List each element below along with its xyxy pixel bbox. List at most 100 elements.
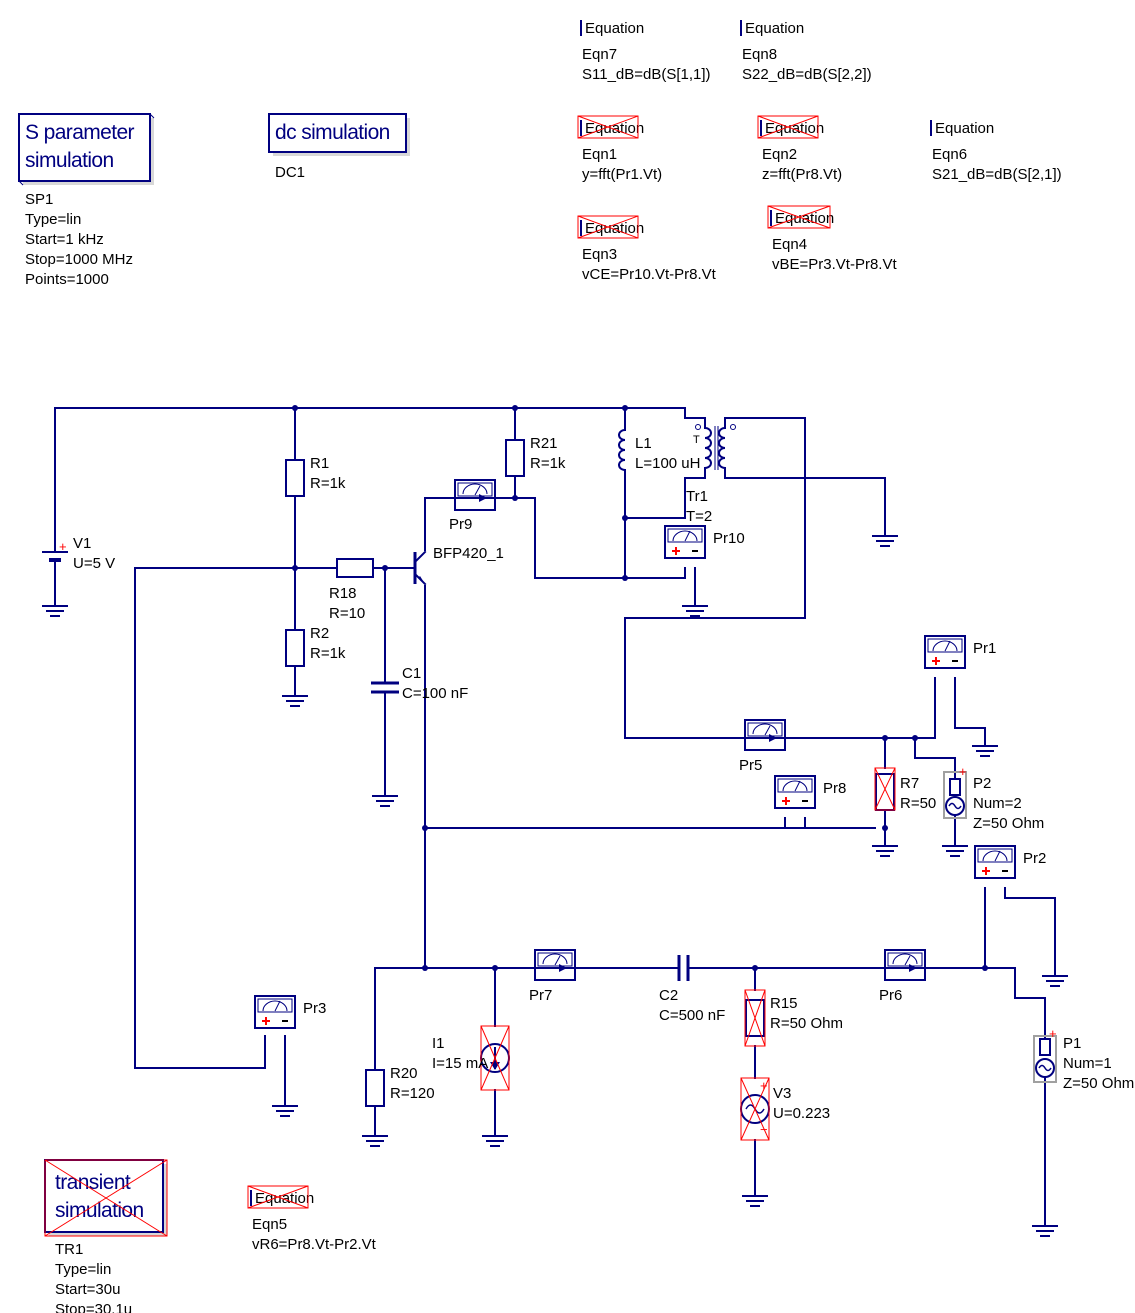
- ground-symbol: [372, 785, 398, 807]
- equation-eqn4[interactable]: Equation Eqn4 vBE=Pr3.Vt-Pr8.Vt: [767, 205, 897, 273]
- resistor-r2[interactable]: R2 R=1k: [285, 625, 346, 667]
- sim-name: DC1: [275, 164, 305, 181]
- capacitor-c2[interactable]: C2 C=500 nF: [659, 955, 725, 1024]
- plus-sign: +: [959, 764, 967, 779]
- dc-simulation-block[interactable]: dc simulation DC1: [268, 113, 410, 181]
- component-value: T=2: [686, 508, 712, 525]
- resistor-r1[interactable]: R1 R=1k: [285, 455, 346, 497]
- probe-name: Pr5: [739, 757, 762, 774]
- component-value: U=0.223: [773, 1105, 830, 1122]
- probe-name: Pr3: [303, 1000, 326, 1017]
- current-probe-pr9[interactable]: Pr9: [446, 479, 504, 533]
- sim-name: TR1: [55, 1241, 83, 1258]
- equation-name: Eqn5: [252, 1216, 287, 1233]
- probe-name: Pr10: [713, 530, 745, 547]
- resistor-r15[interactable]: R15 R=50 Ohm: [744, 989, 843, 1047]
- equation-eqn8[interactable]: Equation Eqn8 S22_dB=dB(S[2,2]): [740, 20, 872, 83]
- probe-name: Pr8: [823, 780, 846, 797]
- plus-sign: +: [760, 1078, 768, 1093]
- voltage-probe-pr8[interactable]: Pr8: [774, 775, 846, 809]
- ground-symbol: [742, 1185, 768, 1207]
- sim-param: Start=30u: [55, 1281, 120, 1298]
- equation-type-label: Equation: [765, 120, 824, 137]
- voltage-probe-pr1[interactable]: Pr1: [924, 635, 996, 669]
- sim-title: dc simulation: [275, 121, 390, 144]
- probe-name: Pr7: [529, 987, 552, 1004]
- capacitor-c1[interactable]: C1 C=100 nF: [371, 665, 468, 702]
- component-value: R=50 Ohm: [770, 1015, 843, 1032]
- component-name: L1: [635, 435, 652, 452]
- ground-symbol: [872, 835, 898, 857]
- transformer-tr1[interactable]: T Tr1 T=2: [686, 417, 745, 525]
- plus-sign: +: [1049, 1026, 1057, 1041]
- voltage-probe-pr10[interactable]: Pr10: [664, 525, 745, 559]
- component-value: Num=1: [1063, 1055, 1112, 1072]
- probe-name: Pr9: [449, 516, 472, 533]
- equation-expression: S11_dB=dB(S[1,1]): [582, 66, 711, 83]
- voltage-probe-pr3[interactable]: Pr3: [254, 995, 326, 1029]
- ground-symbol: [42, 595, 68, 617]
- resistor-r21[interactable]: R21 R=1k: [505, 435, 566, 477]
- ground-symbol: [682, 595, 708, 617]
- ground-symbol: [282, 685, 308, 707]
- sim-param: Stop=30.1u: [55, 1301, 132, 1313]
- component-name: Tr1: [686, 488, 708, 505]
- sp-simulation-block[interactable]: S parameter simulation SP1 Type=lin Star…: [18, 113, 155, 288]
- component-value: Z=50 Ohm: [1063, 1075, 1134, 1092]
- equation-eqn5[interactable]: Equation Eqn5 vR6=Pr8.Vt-Pr2.Vt: [247, 1185, 377, 1253]
- power-port-p1[interactable]: + P1 Num=1 Z=50 Ohm: [1033, 1026, 1134, 1092]
- current-source-i1[interactable]: I1 I=15 mA: [432, 1025, 510, 1091]
- equation-name: Eqn3: [582, 246, 617, 263]
- equation-expression: vR6=Pr8.Vt-Pr2.Vt: [252, 1236, 377, 1253]
- equation-name: Eqn4: [772, 236, 807, 253]
- ground-symbol: [1042, 965, 1068, 987]
- component-value: R=1k: [530, 455, 566, 472]
- equation-eqn7[interactable]: Equation Eqn7 S11_dB=dB(S[1,1]): [580, 20, 711, 83]
- transient-simulation-block[interactable]: transient simulation TR1 Type=lin Start=…: [44, 1159, 168, 1313]
- equation-name: Eqn2: [762, 146, 797, 163]
- ground-symbol: [972, 735, 998, 757]
- component-name: P1: [1063, 1035, 1081, 1052]
- current-probe-pr7[interactable]: Pr7: [526, 949, 584, 1004]
- voltage-probe-pr2[interactable]: Pr2: [974, 845, 1046, 879]
- ac-voltage-source-v3[interactable]: + − V3 U=0.223: [740, 1077, 830, 1141]
- transformer-mark: T: [693, 434, 700, 446]
- component-name: R1: [310, 455, 329, 472]
- resistor-r20[interactable]: R20 R=120: [365, 1065, 435, 1107]
- equation-eqn1[interactable]: Equation Eqn1 y=fft(Pr1.Vt): [577, 115, 662, 183]
- ground-symbol: [362, 1125, 388, 1147]
- equation-type-label: Equation: [935, 120, 994, 137]
- sim-param: Stop=1000 MHz: [25, 251, 133, 268]
- sim-title: transient: [55, 1171, 131, 1194]
- current-probe-pr6[interactable]: Pr6: [876, 949, 934, 1004]
- current-probe-pr5[interactable]: Pr5: [736, 719, 794, 774]
- equation-eqn2[interactable]: Equation Eqn2 z=fft(Pr8.Vt): [757, 115, 842, 183]
- component-value: C=100 nF: [402, 685, 468, 702]
- component-value: Num=2: [973, 795, 1022, 812]
- bjt-transistor-bfp420[interactable]: BFP420_1: [413, 545, 504, 586]
- probe-name: Pr2: [1023, 850, 1046, 867]
- resistor-r18[interactable]: R18 R=10: [329, 558, 374, 622]
- ground-symbol: [942, 835, 968, 857]
- equation-type-label: Equation: [585, 20, 644, 37]
- equation-type-label: Equation: [745, 20, 804, 37]
- component-value: I=15 mA: [432, 1055, 488, 1072]
- component-name: R2: [310, 625, 329, 642]
- component-name: R7: [900, 775, 919, 792]
- equation-eqn3[interactable]: Equation Eqn3 vCE=Pr10.Vt-Pr8.Vt: [577, 215, 717, 283]
- component-value: R=10: [329, 605, 365, 622]
- equation-type-label: Equation: [585, 220, 644, 237]
- component-value: R=1k: [310, 645, 346, 662]
- equation-eqn6[interactable]: Equation Eqn6 S21_dB=dB(S[2,1]): [930, 120, 1062, 183]
- component-value: L=100 uH: [635, 455, 700, 472]
- equation-expression: vBE=Pr3.Vt-Pr8.Vt: [772, 256, 897, 273]
- dc-voltage-source-v1[interactable]: + V1 U=5 V: [42, 535, 115, 573]
- inductor-l1[interactable]: L1 L=100 uH: [618, 429, 700, 472]
- equation-expression: S22_dB=dB(S[2,2]): [742, 66, 872, 83]
- sim-param: Type=lin: [25, 211, 81, 228]
- resistor-r7[interactable]: R7 R=50: [874, 767, 936, 812]
- component-name: C2: [659, 987, 678, 1004]
- minus-sign: −: [760, 1122, 768, 1137]
- power-port-p2[interactable]: + P2 Num=2 Z=50 Ohm: [943, 764, 1044, 832]
- component-name: BFP420_1: [433, 545, 504, 562]
